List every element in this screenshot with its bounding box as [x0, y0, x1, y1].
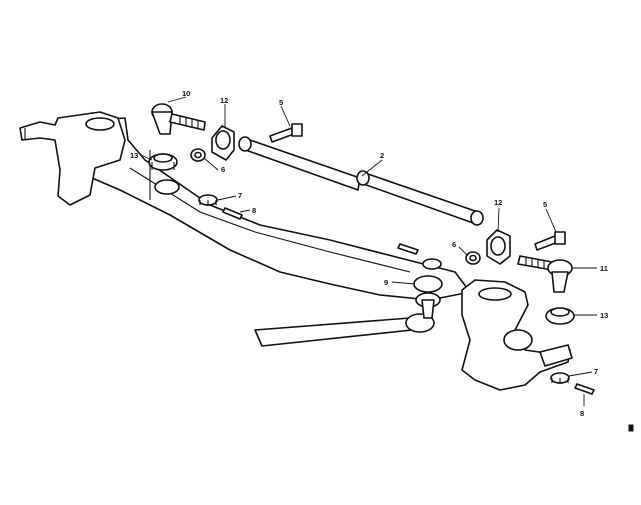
tie-rod-end-left [151, 103, 206, 135]
callout-7-left: 7 [238, 191, 242, 200]
callout-6-left: 6 [221, 165, 225, 174]
callout-11: 11 [600, 264, 608, 273]
callout-13-right: 13 [600, 311, 608, 320]
boot-seat-left [154, 179, 180, 195]
cotter-pin-right [574, 383, 595, 395]
tie-rod-tube [238, 136, 484, 226]
tie-rod-end-right [517, 255, 573, 293]
callout-2: 2 [380, 151, 384, 160]
castle-nut-left [198, 194, 218, 206]
callout-8-right: 8 [580, 409, 584, 418]
drag-link [254, 313, 435, 347]
tie-rod-clamp-left [211, 125, 235, 161]
clamp-bolt-upper [269, 123, 303, 143]
callout-5-upper: 5 [279, 98, 283, 107]
left-steering-knuckle [19, 111, 126, 206]
callout-6-right: 6 [452, 240, 456, 249]
clamp-bolt-right [534, 231, 566, 251]
cotter-pin-left [222, 207, 243, 220]
callout-8-left: 8 [252, 206, 256, 215]
callout-12-upper: 12 [220, 96, 228, 105]
callout-labels: 2 5 5 6 6 7 7 8 8 9 10 11 12 12 13 13 [130, 89, 608, 418]
castle-nut-right [550, 372, 570, 384]
callout-5-lower: 5 [543, 200, 547, 209]
tie-rod-clamp-right [486, 229, 511, 265]
dust-boot-left [148, 153, 178, 171]
front-axle-beam [74, 117, 471, 301]
callout-10: 10 [182, 89, 190, 98]
callout-7-right: 7 [594, 367, 598, 376]
dust-boot-right [545, 307, 575, 325]
right-steering-knuckle [461, 279, 573, 391]
callout-9: 9 [384, 278, 388, 287]
clamp-nut-right [465, 251, 481, 265]
drag-link-end [397, 243, 443, 319]
callout-12-lower: 12 [494, 198, 502, 207]
clamp-nut-left [190, 148, 206, 162]
leader-lines [140, 96, 597, 406]
edge-mark [628, 424, 634, 432]
callout-13-left: 13 [130, 151, 138, 160]
